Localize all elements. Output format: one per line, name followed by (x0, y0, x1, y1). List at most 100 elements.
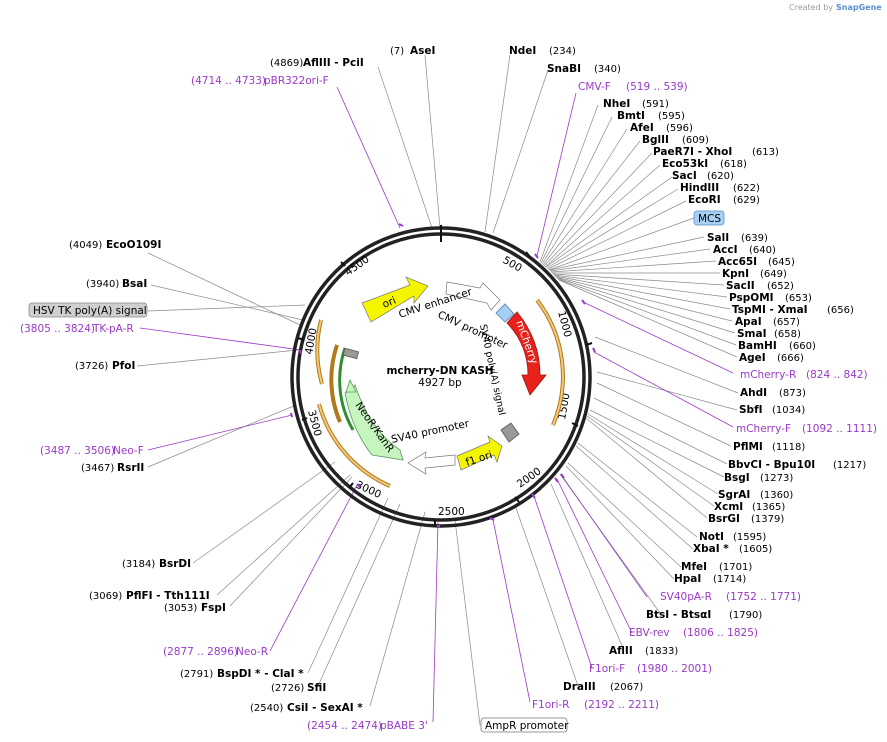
hsv-tk-polya-feature (342, 347, 360, 360)
site-pos-sexai: (2540) (250, 703, 283, 714)
site-pos-sfii: (2726) (271, 683, 304, 694)
hsv-tk-box (28, 302, 148, 318)
site-pos-fspi: (3053) (164, 603, 197, 614)
site-pos-hpai: (1714) (713, 574, 746, 585)
neor-primer-arc (338, 347, 355, 431)
hsv-tk-label: HSV TK poly(A) signal (33, 305, 147, 317)
site-pos-bglii: (609) (682, 135, 709, 146)
site-pos-eco53ki: (618) (720, 159, 747, 170)
site-pos-aflii: (1833) (645, 646, 678, 657)
primer-range-sv40pa-r: (1752 .. 1771) (726, 591, 801, 603)
site-ndei: NdeI (509, 45, 536, 57)
site-xcmi: XcmI (714, 501, 743, 513)
site-labels-right: (7) AseI NdeI (234) SnaBI (340) CMV-F (5… (390, 45, 877, 733)
site-sgrai: SgrAI (718, 489, 750, 501)
site-pos-rsrii: (3467) (81, 463, 114, 474)
site-pos-pflfi: (3069) (89, 591, 122, 602)
site-pos-asei: (7) (390, 46, 404, 57)
site-sacii: SacII (726, 280, 755, 292)
site-pos-pflmi: (1118) (772, 442, 805, 453)
primer-mcherry-f: mCherry-F (736, 423, 791, 435)
site-pos-acc65i: (645) (768, 257, 795, 268)
site-pos-acci: (640) (749, 245, 776, 256)
site-hpai: HpaI (674, 573, 701, 585)
primer-f1ori-r: F1ori-R (532, 699, 569, 711)
primer-range-f1ori-r: (2192 .. 2211) (584, 699, 659, 711)
site-pos-saci: (620) (707, 171, 734, 182)
site-pos-draiii: (2067) (610, 682, 643, 693)
site-pos-afei: (596) (666, 123, 693, 134)
site-pos-bamhi: (660) (789, 341, 816, 352)
site-pos-bmti: (595) (658, 111, 685, 122)
site-xbai: XbaI * (693, 543, 729, 555)
site-fspi: FspI (201, 602, 226, 614)
site-bmti: BmtI (617, 110, 645, 122)
site-mfei: MfeI (681, 561, 707, 573)
site-pos-noti: (1595) (733, 532, 766, 543)
site-pflfi-tth111i: PflFI - Tth111I (126, 590, 210, 602)
primer-leader-lines (139, 86, 734, 723)
site-bspdi-clai: BspDI * - ClaI * (217, 668, 304, 680)
site-acc65i: Acc65I (718, 256, 757, 268)
ori-feature (361, 276, 429, 323)
site-pos-ecori: (629) (733, 195, 760, 206)
sv40-promoter-feature (407, 451, 456, 475)
site-csii-sexai: CsiI - SexAI * (287, 702, 363, 714)
site-paer7i-xhoi: PaeR7I - XhoI (653, 146, 732, 158)
primer-ebv-rev: EBV-rev (629, 627, 670, 639)
site-pos-agei: (666) (777, 353, 804, 364)
primer-range-mcherry-r: (824 .. 842) (806, 369, 868, 381)
site-sfii: SfiI (307, 682, 326, 694)
sv40-promoter-label: SV40 promoter (390, 418, 471, 446)
sv40-polya-feature (500, 422, 520, 443)
site-pos-nhei: (591) (642, 99, 669, 110)
site-hindiii: HindIII (680, 182, 719, 194)
site-bglii: BglII (642, 134, 669, 146)
site-pos-xmai: (656) (827, 305, 854, 316)
credit-text: Created by (789, 3, 833, 12)
primer-marks (290, 223, 596, 527)
site-smai: SmaI (737, 328, 767, 340)
site-labels-left: (4869) AflIII - PciI (4714 .. 4733) pBR3… (20, 57, 428, 732)
mcs-label: MCS (698, 213, 721, 225)
site-sali: SalI (707, 232, 729, 244)
site-agei: AgeI (739, 352, 766, 364)
site-ecoo109i: EcoO109I (106, 239, 161, 251)
site-rsrii: RsrII (117, 462, 144, 474)
primer-range-cmv-f: (519 .. 539) (626, 81, 688, 93)
primer-range-mcherry-f: (1092 .. 1111) (802, 423, 877, 435)
site-pos-bsgi: (1273) (760, 473, 793, 484)
site-bsrgi: BsrGI (708, 513, 740, 525)
site-saci: SacI (672, 170, 697, 182)
primer-neo-r: Neo-R (236, 646, 268, 658)
primer-range-neo-r: (2877 .. 2896) (163, 646, 238, 658)
site-pos-kpni: (649) (760, 269, 787, 280)
tick-marks (297, 225, 593, 526)
snapgene-logo: SnapGene (836, 3, 882, 12)
primer-pbabe3: pBABE 3' (380, 720, 428, 732)
site-bbvci-bpu10i: BbvCI - Bpu10I (728, 459, 815, 471)
ampr-promoter-box (480, 717, 568, 733)
site-afei: AfeI (630, 122, 654, 134)
primer-pbr322ori-f: pBR322ori-F (264, 75, 329, 87)
primer-range-tk-pa-r: (3805 .. 3824) (20, 323, 95, 335)
site-apai: ApaI (735, 316, 762, 328)
site-nhei: NheI (603, 98, 630, 110)
ampr-promoter-label: AmpR promoter (485, 720, 569, 732)
tick-label-2500: 2500 (438, 506, 465, 518)
f1-ori-feature (456, 435, 503, 471)
mcherry-label: mCherry (513, 319, 540, 366)
site-pos-ahdi: (873) (779, 388, 806, 399)
site-pos-sbfi: (1034) (772, 405, 805, 416)
site-pos-apai: (657) (773, 317, 800, 328)
site-pos-btsi: (1790) (729, 610, 762, 621)
site-pos-pspomi: (653) (785, 293, 812, 304)
site-afliii-pcii: AflIII - PciI (303, 57, 364, 69)
plasmid-name: mcherry-DN KASH (386, 365, 493, 377)
site-pos-ecoo109i: (4049) (69, 240, 102, 251)
cmv-enhancer-feature (445, 281, 501, 311)
site-asei: AseI (410, 45, 435, 57)
site-snabi: SnaBI (547, 63, 581, 75)
primer-arc-fills (316, 299, 564, 487)
